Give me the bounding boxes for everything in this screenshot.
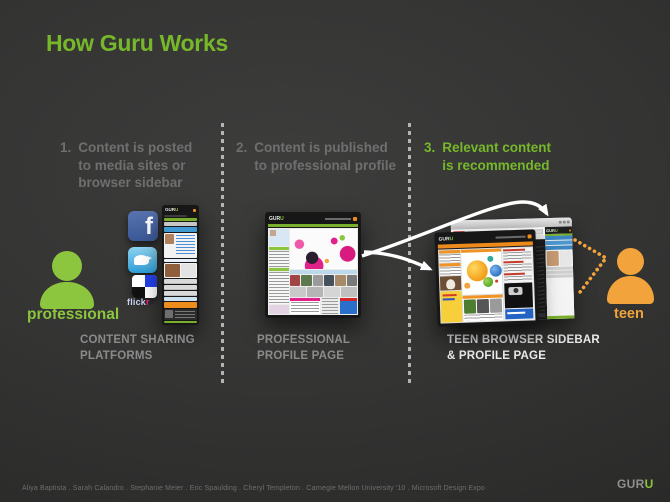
step-2-line-2: to professional profile [254,157,397,173]
caption-professional-profile: PROFESSIONAL PROFILE PAGE [257,334,351,362]
step-2-line-1: Content is published [254,140,388,155]
facebook-icon: f [128,211,158,241]
teen-profile-screenshot: GURU [434,229,539,327]
teen-sidebar-thumb-2 [559,250,572,266]
step-3-line-2: is recommended [442,157,550,173]
bubble-chart-panel [461,248,503,295]
bubble-teal [487,255,494,262]
bubble-blue [489,264,502,277]
profile-hero-image [290,229,357,269]
credits-line: Aliya Baptista . Sarah Calandro . Stepha… [22,485,485,492]
sidebar-orange-icon [193,209,196,212]
caption-content-sharing: CONTENT SHARING PLATFORMS [80,334,195,362]
dotted-chevron-to-teen [573,238,609,298]
step-1-line-2: to media sites or [78,157,186,173]
teen-profile-guru-logo: GURU [438,235,454,243]
caption-teen-sidebar: TEEN BROWSER SIDEBAR & PROFILE PAGE [447,334,600,362]
professional-profile-screenshot: GURU [265,212,361,318]
browser-sidebar-screenshot: GURU [162,205,199,325]
yellow-ad [440,290,463,323]
step-3-line-1: Relevant content [442,140,552,155]
blue-panel [505,308,534,320]
teen-person-icon [617,248,644,275]
flickr-label: flickr [127,297,150,307]
owl-photo [439,275,462,291]
professional-person-icon [52,251,82,281]
step-1-line-3: browser sidebar [78,175,183,190]
teen-profile-orange-icon [527,234,532,239]
flickr-icon [132,275,157,298]
step-1-text: 1. Content is posted to media sites or b… [60,139,192,192]
facebook-letter: f [145,213,153,240]
step-3-text: 3. Relevant content is recommended [424,139,551,174]
profile-ad-box [340,298,357,314]
teen-person-body [607,276,654,304]
profile-guru-logo: GURU [269,215,284,222]
step-1-line-1: Content is posted [78,140,193,155]
sidebar-profile-photo [165,234,174,244]
divider-dashed-1 [221,123,224,386]
sidebar-thumb-1 [165,264,180,277]
professional-label: professional [27,306,120,323]
step-3-number: 3. [424,140,436,155]
teen-label: teen [614,306,644,322]
teen-sidebar-thumb-1 [546,250,559,267]
step-1-number: 1. [60,140,72,155]
sidebar-guru-logo: GURU [165,207,179,213]
page-title: How Guru Works [46,30,228,56]
arrow-to-profile-page [363,250,433,271]
teen-sidebar-in-browser: GURU [544,226,575,320]
camera-photo [504,282,534,309]
professional-person-body [40,282,94,309]
step-2-text: 2. Content is published to professional … [236,139,396,174]
twitter-icon [128,247,157,273]
twitter-bird-icon [134,255,149,265]
profile-orange-icon [353,217,357,221]
divider-dashed-2 [408,123,411,386]
teen-sidebar-guru-logo: GURU [545,227,558,233]
guru-logo: GURU [617,477,654,491]
step-2-number: 2. [236,140,248,155]
bubble-green [482,276,494,288]
sidebar-thumb-2 [181,264,196,277]
